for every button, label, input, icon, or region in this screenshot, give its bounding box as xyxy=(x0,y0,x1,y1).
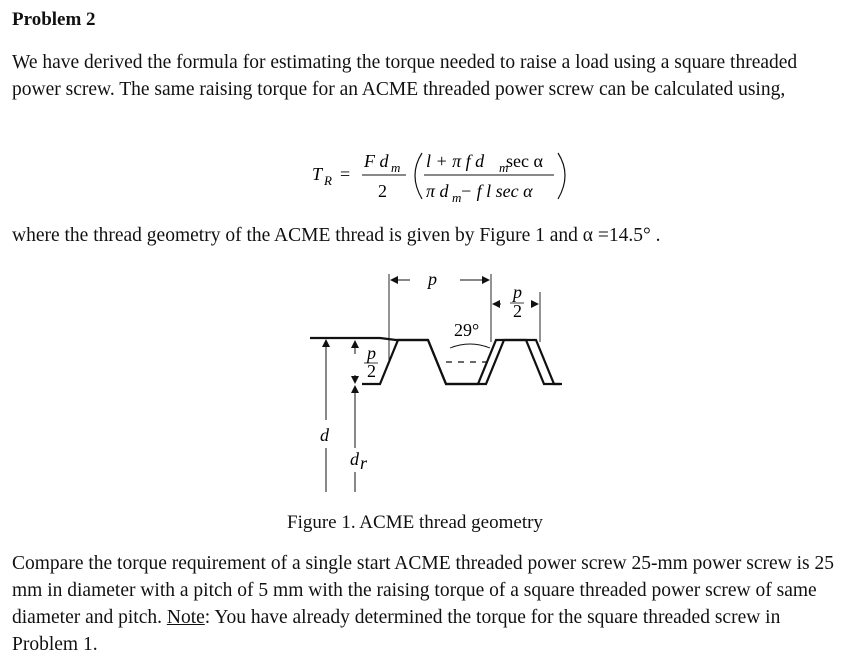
question-text-1: Compare the torque requirement of a sing… xyxy=(12,553,835,628)
acme-thread-figure: p p 2 29° d d r p 2 xyxy=(310,269,562,492)
label-half-pitch-left-num: p xyxy=(365,343,376,363)
eq-lhs: T xyxy=(312,164,324,184)
question-paragraph: Compare the torque requirement of a sing… xyxy=(12,550,847,658)
eq-frac1-num: F d xyxy=(363,151,389,171)
geometry-paragraph: where the thread geometry of the ACME th… xyxy=(12,225,661,246)
label-half-pitch-left-den: 2 xyxy=(367,361,376,381)
eq-frac1-den: 2 xyxy=(378,181,387,201)
eq-frac1-num-sub: m xyxy=(391,160,400,175)
label-major-diameter: d xyxy=(320,425,330,445)
problem-title: Problem 2 xyxy=(12,9,96,30)
eq-frac2-den-sub: m xyxy=(452,190,461,205)
eq-frac2-den-a: π d xyxy=(426,181,450,201)
figure-caption: Figure 1. ACME thread geometry xyxy=(287,512,543,533)
label-pitch: p xyxy=(426,269,437,289)
eq-lhs-sub: R xyxy=(323,173,332,188)
label-root-diameter: d xyxy=(350,449,360,469)
intro-paragraph: We have derived the formula for estimati… xyxy=(12,52,798,100)
left-paren xyxy=(414,152,423,200)
label-root-diameter-sub: r xyxy=(360,453,368,473)
right-paren xyxy=(557,152,566,200)
label-angle: 29° xyxy=(454,320,479,340)
eq-equals: = xyxy=(340,164,350,184)
question-text-2: : You have already determined the torque… xyxy=(12,607,781,655)
eq-frac2-num-b: sec α xyxy=(506,151,543,171)
note-label: Note xyxy=(166,607,205,628)
label-half-pitch-top-den: 2 xyxy=(513,301,522,321)
label-half-pitch-top-num: p xyxy=(511,282,522,302)
eq-frac2-num-a: l + π f d xyxy=(426,151,485,171)
torque-equation: T R = F d m 2 l + π f d m sec α π d m − … xyxy=(312,151,566,205)
eq-frac2-num-sub: m xyxy=(499,160,508,175)
eq-frac2-den-b: − f l sec α xyxy=(460,181,533,201)
